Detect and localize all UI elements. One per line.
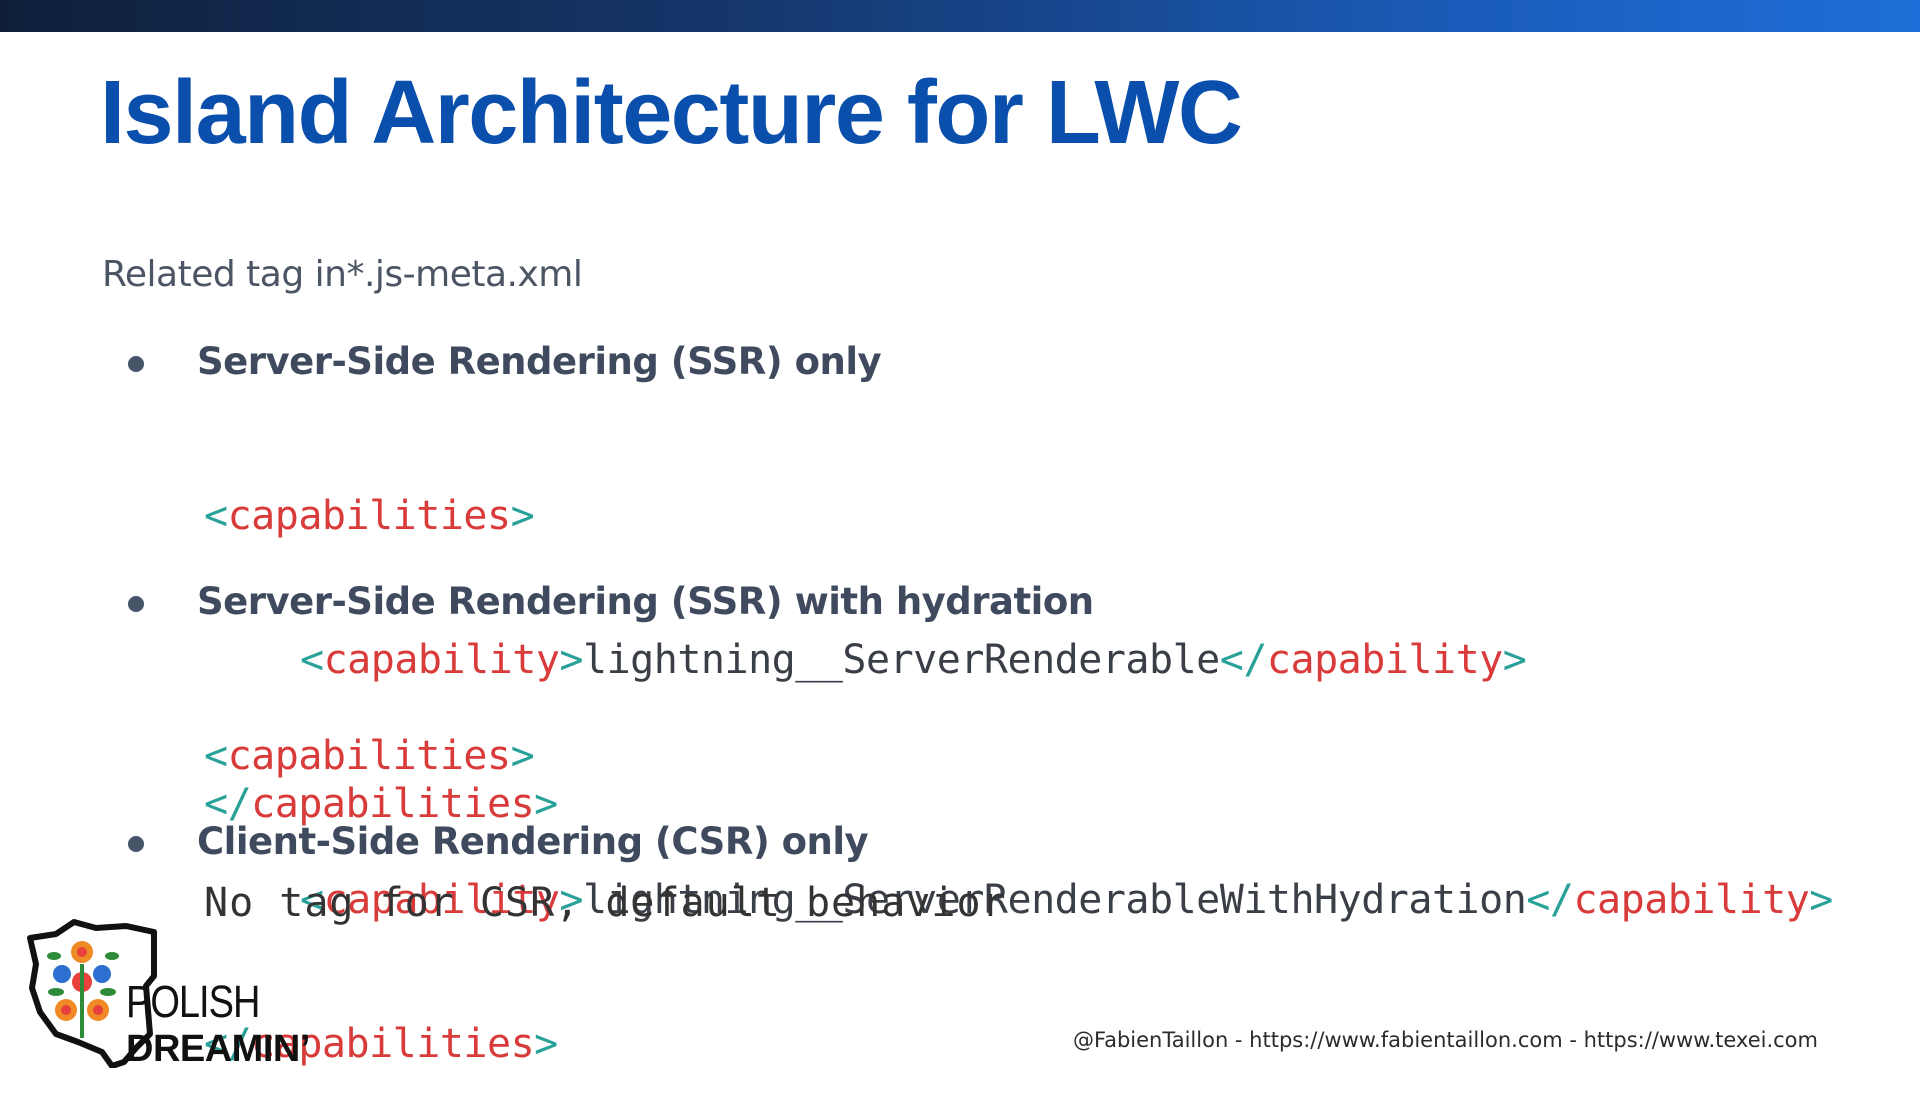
code-token: >: [510, 493, 535, 539]
section-heading-ssr-only: Server-Side Rendering (SSR) only: [197, 340, 882, 383]
logo-wordmark: POLISH DREAMIN’: [126, 980, 310, 1068]
logo-line-2: DREAMIN’: [126, 1028, 310, 1070]
footer-credits: @FabienTaillon - https://www.fabientaill…: [1072, 1028, 1818, 1052]
code-token: lightning__ServerRenderableWithHydration: [583, 877, 1527, 923]
polish-dreamin-logo: [26, 916, 336, 1069]
code-token: </: [1526, 877, 1574, 923]
top-accent-bar: [0, 0, 1920, 32]
code-line: <capabilities>: [204, 732, 1833, 780]
code-token: >: [1502, 637, 1527, 683]
code-block-ssr-hydration: <capabilities> <capability>lightning__Se…: [204, 636, 1833, 1116]
bullet-dot: [128, 836, 144, 852]
code-token: </: [1219, 637, 1268, 683]
bullet-dot: [128, 356, 144, 372]
code-token: >: [510, 733, 535, 779]
code-line: <capability>lightning__ServerRenderableW…: [204, 876, 1833, 924]
code-token: capability: [1573, 877, 1810, 923]
code-line: <capabilities>: [204, 492, 1526, 540]
code-token: >: [559, 637, 584, 683]
code-block-ssr-only: <capabilities> <capability>lightning__Se…: [204, 396, 1527, 876]
bullet-dot: [128, 596, 144, 612]
code-line: <capability>lightning__ServerRenderable<…: [204, 636, 1527, 684]
code-token: capabilities: [251, 1021, 535, 1067]
slide-title: Island Architecture for LWC: [100, 63, 1243, 163]
code-token: lightning__ServerRenderable: [583, 637, 1220, 683]
section-heading-ssr-hydration: Server-Side Rendering (SSR) with hydrati…: [197, 580, 1094, 623]
code-line: </capabilities>: [204, 1020, 1833, 1068]
code-token: >: [559, 877, 584, 923]
code-token: >: [534, 1021, 558, 1067]
code-token: <: [204, 493, 228, 539]
logo-map-icon: [27, 919, 157, 1069]
code-token: >: [1809, 877, 1833, 923]
code-token: <: [300, 877, 324, 923]
code-token: capability: [323, 877, 560, 923]
code-token: </: [204, 1021, 252, 1067]
logo-line-1: POLISH: [126, 977, 260, 1028]
code-token: <: [300, 637, 324, 683]
slide-subtitle: Related tag in*.js-meta.xml: [102, 254, 583, 295]
csr-note: No tag for CSR, default behavior: [204, 880, 1007, 926]
code-token: capabilities: [227, 493, 511, 539]
code-token: capability: [1266, 637, 1503, 683]
code-token: </: [204, 781, 252, 827]
code-token: capabilities: [227, 733, 511, 779]
code-line: </capabilities>: [204, 780, 1526, 828]
code-token: >: [534, 781, 558, 827]
code-token: <: [204, 733, 228, 779]
code-token: capability: [323, 637, 560, 683]
section-heading-csr-only: Client-Side Rendering (CSR) only: [197, 820, 869, 863]
code-token: capabilities: [251, 781, 535, 827]
